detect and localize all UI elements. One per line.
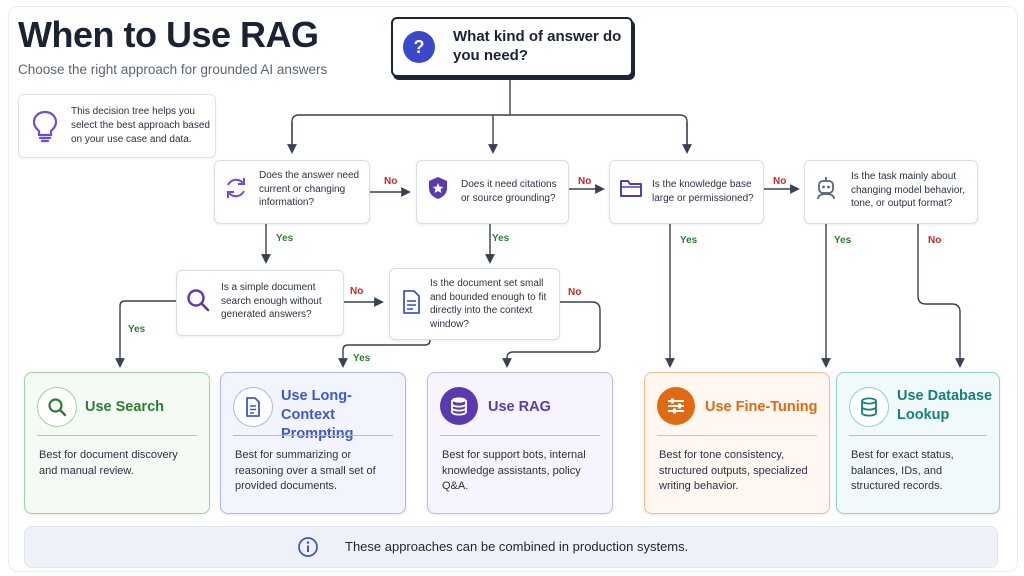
question-current-info-text: Does the answer need current or changing… — [259, 170, 360, 208]
sliders-icon — [668, 398, 684, 414]
outcome-card-database-lookup: Use Database Lookup Best for exact statu… — [836, 372, 1000, 514]
info-icon — [298, 537, 318, 557]
edge-label-yes: Yes — [834, 235, 852, 246]
outcome-card-search: Use Search Best for document discovery a… — [24, 372, 210, 514]
card-icon-badge — [233, 387, 273, 427]
card-icon-badge — [37, 387, 77, 427]
connector-q5-search — [115, 300, 176, 368]
search-icon — [48, 398, 67, 417]
edge-label-no: No — [568, 287, 582, 298]
question-small-docs: Is the document set small and bounded en… — [389, 268, 560, 340]
footer-text: These approaches can be combined in prod… — [345, 539, 689, 554]
footer-note: These approaches can be combined in prod… — [24, 526, 998, 568]
question-current-info: Does the answer need current or changing… — [214, 160, 370, 224]
outcome-card-rag: Use RAG Best for support bots, internal … — [427, 372, 613, 514]
card-divider — [657, 435, 817, 436]
edge-label-yes: Yes — [492, 233, 510, 244]
connector-q6-longcontext — [338, 332, 431, 368]
outcome-description: Best for support bots, internal knowledg… — [442, 449, 586, 492]
card-icon-badge — [440, 387, 478, 425]
edge-label-no: No — [350, 286, 364, 297]
database-icon — [861, 397, 877, 417]
lightbulb-icon — [32, 110, 58, 143]
connector-q6-rag — [502, 301, 601, 368]
document-icon — [403, 290, 420, 314]
shield-star-icon — [429, 177, 447, 199]
outcome-card-long-context: Use Long-Context Prompting Best for summ… — [220, 372, 406, 514]
page-title: When to Use RAG — [18, 14, 319, 55]
question-model-behavior: Is the task mainly about changing model … — [804, 160, 978, 224]
outcome-title: Use RAG — [488, 399, 551, 415]
root-question-text: What kind of answer do you need? — [453, 28, 622, 64]
robot-icon — [817, 177, 835, 200]
outcome-title: Use Fine-Tuning — [705, 399, 818, 415]
card-divider — [440, 435, 600, 436]
folder-icon — [620, 180, 642, 197]
card-divider — [37, 435, 197, 436]
connector-q4-dblookup — [917, 222, 965, 368]
question-citations: Does it need citations or source groundi… — [416, 160, 569, 224]
question-kb-large: Is the knowledge base large or permissio… — [609, 160, 764, 224]
edge-label-no: No — [773, 176, 787, 187]
document-icon — [246, 397, 260, 417]
edge-label-no: No — [928, 235, 942, 246]
outcome-title: Use Search — [85, 399, 164, 415]
info-card: This decision tree helps you select the … — [18, 94, 216, 158]
edge-label-no: No — [578, 176, 592, 187]
card-icon-badge — [849, 387, 889, 427]
question-small-docs-text: Is the document set small and bounded en… — [430, 278, 547, 330]
page-subtitle: Choose the right approach for grounded A… — [18, 62, 328, 77]
card-divider — [233, 435, 393, 436]
connector-root-branch — [291, 114, 688, 150]
edge-label-yes: Yes — [680, 235, 698, 246]
question-model-behavior-text: Is the task mainly about changing model … — [851, 171, 965, 209]
outcome-card-fine-tuning: Use Fine-Tuning Best for tone consistenc… — [644, 372, 830, 514]
edge-label-yes: Yes — [276, 233, 294, 244]
outcome-description: Best for summarizing or reasoning over a… — [235, 449, 376, 492]
edge-label-yes: Yes — [128, 324, 146, 335]
database-icon — [451, 397, 467, 416]
question-kb-large-text: Is the knowledge base large or permissio… — [652, 179, 754, 204]
info-card-text: This decision tree helps you select the … — [71, 106, 210, 145]
question-icon: ? — [403, 31, 435, 63]
card-icon-badge — [657, 387, 695, 425]
root-question: ? What kind of answer do you need? — [391, 17, 633, 77]
question-simple-search: Is a simple document search enough witho… — [176, 270, 344, 336]
search-icon — [187, 289, 210, 312]
refresh-icon — [227, 178, 245, 198]
question-citations-text: Does it need citations or source groundi… — [461, 179, 557, 204]
outcome-description: Best for tone consistency, structured ou… — [659, 449, 808, 492]
outcome-title: Use Database Lookup — [897, 388, 993, 423]
edge-label-yes: Yes — [353, 353, 371, 364]
card-divider — [849, 435, 987, 436]
outcome-title: Use Long-Context Prompting — [281, 388, 354, 442]
outcome-description: Best for document discovery and manual r… — [39, 449, 178, 477]
question-simple-search-text: Is a simple document search enough witho… — [221, 282, 322, 320]
edge-label-no: No — [384, 176, 398, 187]
outcome-description: Best for exact status, balances, IDs, an… — [851, 449, 954, 492]
